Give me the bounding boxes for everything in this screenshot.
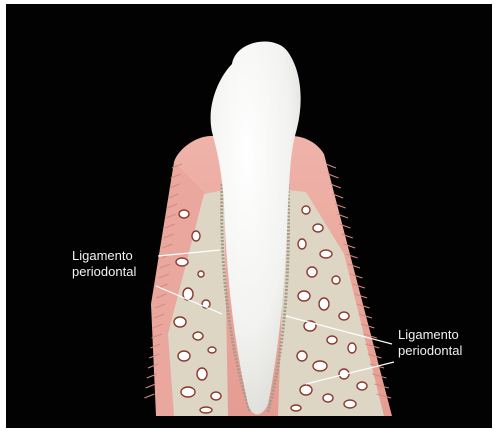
bone-pore — [200, 407, 212, 413]
bone-pore — [197, 368, 207, 380]
tooth-cross-section-diagram — [6, 4, 492, 428]
bone-pore — [298, 239, 306, 249]
diagram-canvas: Ligamento periodontal Ligamento periodon… — [6, 4, 492, 428]
bone-pore — [339, 312, 349, 320]
bone-pore — [313, 361, 327, 371]
bone-pore — [192, 231, 200, 241]
bone-pore — [327, 336, 337, 344]
bone-pore — [298, 291, 310, 301]
bone-pore — [319, 298, 329, 310]
label-ligamento-periodontal-right: Ligamento periodontal — [398, 327, 462, 359]
bone-pore — [300, 385, 312, 395]
bone-pore — [357, 382, 367, 390]
bone-pore — [176, 258, 188, 266]
bone-pore — [211, 392, 221, 400]
bone-pore — [344, 400, 356, 408]
bone-pore — [208, 347, 216, 353]
bone-pore — [348, 343, 356, 353]
bone-pore — [302, 206, 310, 214]
gum-stripe — [326, 164, 336, 168]
bone-pore — [198, 271, 204, 277]
label-ligamento-periodontal-left: Ligamento periodontal — [72, 248, 136, 280]
bone-pore — [320, 250, 332, 258]
bone-pore — [297, 351, 307, 361]
bone-pore — [181, 387, 195, 397]
bone-pore — [323, 394, 333, 402]
bone-pore — [179, 210, 189, 218]
bone-pore — [178, 351, 190, 361]
bone-pore — [174, 317, 186, 327]
bone-pore — [307, 267, 317, 277]
bone-pore — [291, 405, 301, 411]
bone-pore — [332, 276, 340, 284]
bone-pore — [193, 332, 203, 340]
bone-pore — [313, 224, 323, 232]
gum-stripe — [144, 394, 154, 398]
gum-stripe — [146, 384, 156, 388]
